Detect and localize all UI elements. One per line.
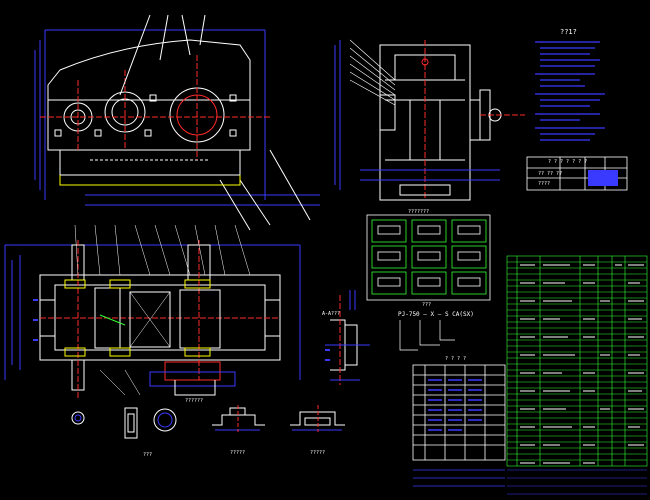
blue-markers	[33, 299, 330, 361]
detail-label-3: ?????	[310, 450, 326, 456]
small-table-header: ? ? ? ? ? ? ?	[548, 159, 588, 165]
spec-table	[412, 364, 506, 487]
gear-grid-title: ???????	[408, 209, 430, 215]
small-table-row1: ?? ?? ??	[538, 171, 563, 177]
notes-title: ??1?	[560, 28, 577, 36]
model-caption: ???	[422, 302, 432, 308]
side-view	[334, 40, 525, 201]
spec-title: ? ? ? ?	[445, 356, 467, 362]
detail-label-1: ???	[143, 452, 153, 458]
model-code: PJ-750 — X — S CA(SX)	[398, 311, 474, 318]
side-view-leaders	[349, 39, 396, 106]
detail-cover-1	[212, 405, 265, 432]
detail-key	[71, 411, 85, 425]
gear-grid	[366, 214, 491, 301]
notes-block	[535, 41, 605, 141]
small-table	[526, 156, 628, 191]
small-table-row2: ????	[538, 181, 551, 187]
detail-shaft-end	[124, 407, 177, 439]
parts-list	[506, 255, 648, 495]
model-code-lines	[399, 320, 455, 351]
front-view	[34, 14, 320, 231]
detail-label-4: ??????	[185, 398, 204, 404]
detail-label-2: ?????	[230, 450, 246, 456]
section-aa	[325, 290, 370, 385]
section-label: A-A???	[322, 311, 341, 317]
top-view	[4, 224, 301, 400]
detail-cover-2	[290, 405, 345, 432]
